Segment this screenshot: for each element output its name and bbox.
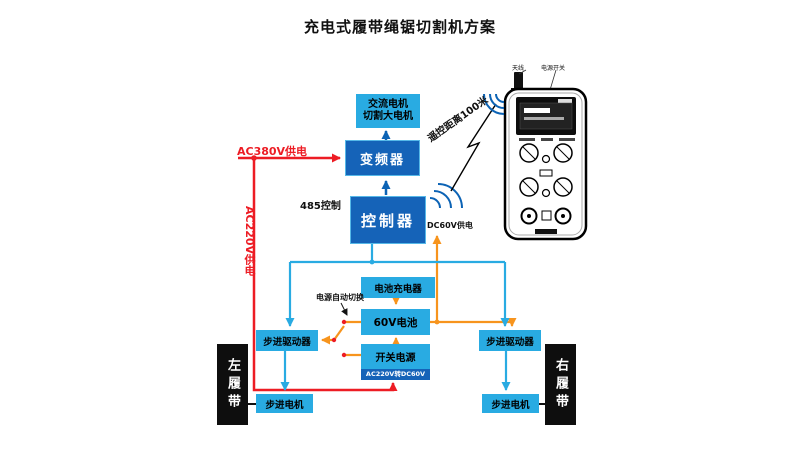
block-stepper-motor-left: 步进电机 (256, 394, 313, 413)
remote-label-dash (541, 138, 553, 141)
lightning-bolt (450, 103, 497, 192)
ac-motor-line1: 交流电机 (368, 98, 408, 110)
switch-pointer-arrow (340, 302, 348, 316)
remote-power-label: 电源开关 (541, 65, 566, 72)
ac-motor-line2: 切割大电机 (363, 111, 413, 122)
label-dc60-supply: DC60V供电 (427, 221, 473, 230)
label-485-control: 485控制 (300, 201, 341, 212)
junction-dot (251, 155, 257, 161)
remote-bottom-bar (535, 229, 557, 234)
orange-dc-wires (391, 235, 517, 346)
remote-label-dash (559, 138, 575, 141)
block-track-left: 左履带 (217, 344, 248, 425)
remote-screen-text1 (524, 108, 550, 113)
junction-dot (434, 319, 440, 325)
remote-label-dash (519, 138, 535, 141)
power-auto-switch (321, 302, 361, 358)
track-right-label: 右履带 (553, 357, 568, 412)
remote-center-switch (541, 210, 552, 221)
stepper-driver-left-label: 步进驱动器 (263, 336, 311, 348)
remote-control (503, 69, 588, 241)
block-battery: 60V电池 (361, 309, 430, 335)
junction-dot (369, 259, 375, 265)
remote-antenna-label: 天线 (512, 65, 525, 72)
block-switching-psu: 开关电源 AC220V转DC60V (361, 344, 430, 380)
block-stepper-driver-left: 步进驱动器 (256, 330, 318, 351)
label-ac380-supply: AC380V供电 (237, 145, 308, 158)
block-inverter: 变频器 (345, 140, 420, 176)
label-power-auto-switch: 电源自动切换 (316, 293, 364, 302)
remote-knob-dot (561, 214, 565, 218)
psu-sublabel: AC220V转DC60V (361, 368, 430, 380)
controller-label: 控制器 (360, 211, 415, 230)
stepper-motor-right-label: 步进电机 (491, 399, 530, 411)
page-title: 充电式履带绳锯切割机方案 (303, 18, 496, 36)
antenna-leader-line (518, 69, 527, 75)
remote-antenna (514, 72, 523, 91)
stepper-motor-left-label: 步进电机 (265, 399, 304, 411)
track-left-label: 左履带 (225, 357, 240, 412)
label-ac220-supply: AC220V供电 (243, 206, 256, 277)
remote-screen (519, 102, 573, 130)
switch-contact-dot (341, 319, 347, 325)
block-stepper-driver-right: 步进驱动器 (479, 330, 541, 351)
remote-knob-dot (527, 214, 531, 218)
block-track-right: 右履带 (545, 344, 576, 425)
red-ac-wires (238, 153, 398, 392)
switch-contact-dot (341, 352, 347, 358)
remote-body-inner-line (508, 92, 583, 236)
switch-pole-dot (331, 337, 337, 343)
remote-small-button (541, 188, 551, 198)
block-controller: 控制器 (350, 196, 426, 244)
psu-label: 开关电源 (375, 352, 416, 364)
block-battery-charger: 电池充电器 (361, 277, 435, 298)
inverter-label: 变频器 (359, 152, 405, 168)
remote-screen-topline (558, 99, 572, 103)
battery-label: 60V电池 (373, 316, 418, 329)
remote-knob-slot (522, 146, 570, 194)
block-ac-motor: 交流电机 切割大电机 (356, 94, 420, 128)
cyan-control-wires (280, 244, 511, 391)
battery-charger-label: 电池充电器 (374, 283, 422, 295)
remote-mid-switch (539, 169, 553, 177)
wireless-arcs-controller (429, 183, 463, 209)
block-stepper-motor-right: 步进电机 (482, 394, 539, 413)
power-leader-line (549, 69, 557, 91)
psu-label-area: 开关电源 (361, 344, 430, 369)
remote-screen-text2 (524, 117, 564, 120)
remote-small-button (541, 154, 551, 164)
stepper-driver-right-label: 步进驱动器 (486, 336, 534, 348)
wireless-arcs-remote (483, 93, 505, 115)
